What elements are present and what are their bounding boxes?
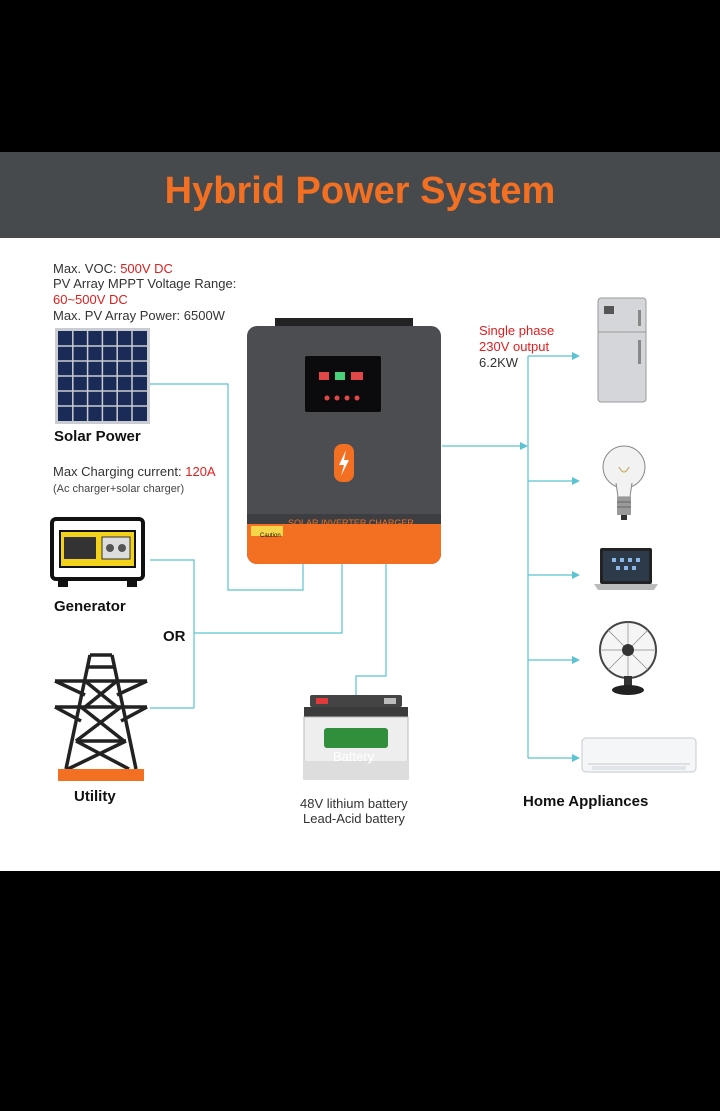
battery-wire [355, 560, 387, 698]
grid-wire [194, 560, 343, 634]
output-power: 6.2KW [479, 355, 519, 370]
solar-panel-icon [55, 328, 150, 424]
title-banner: Hybrid Power System [0, 152, 720, 238]
inverter-icon [247, 318, 441, 564]
battery-icon [303, 695, 409, 780]
inverter-brand-text: SOLAR INVERTER CHARGER [288, 518, 414, 528]
utility-tower-icon [54, 653, 148, 781]
generator-label: Generator [54, 598, 126, 615]
or-label: OR [163, 628, 186, 645]
home-appliances-label: Home Appliances [523, 793, 649, 810]
utility-label: Utility [74, 788, 116, 805]
max-charging-text: Max Charging current: 120A [53, 464, 216, 479]
battery-type-lithium: 48V lithium battery [300, 796, 408, 811]
mppt-range-value: 60~500V DC [53, 292, 128, 307]
solar-wire [150, 383, 304, 591]
refrigerator-icon [597, 297, 647, 403]
pv-array-power: Max. PV Array Power: 6500W [53, 308, 225, 323]
max-voc-text: Max. VOC: 500V DC [53, 261, 173, 276]
air-conditioner-icon [581, 737, 697, 773]
output-phase: Single phase [479, 323, 555, 338]
page-title: Hybrid Power System [164, 170, 556, 212]
caution-label: Caution [260, 533, 281, 539]
solar-power-label: Solar Power [54, 428, 141, 445]
fan-icon [599, 621, 657, 695]
generator-icon [50, 517, 145, 587]
output-voltage: 230V output [479, 339, 550, 354]
charging-note: (Ac charger+solar charger) [53, 483, 185, 495]
battery-type-lead-acid: Lead-Acid battery [303, 811, 405, 826]
light-bulb-icon [602, 445, 646, 520]
laptop-icon [594, 548, 658, 590]
mppt-range-label: PV Array MPPT Voltage Range: [53, 276, 237, 291]
battery-label: Battery [333, 749, 375, 764]
generator-wire [150, 559, 195, 708]
diagram-panel: Max. VOC: 500V DC PV Array MPPT Voltage … [0, 238, 720, 871]
